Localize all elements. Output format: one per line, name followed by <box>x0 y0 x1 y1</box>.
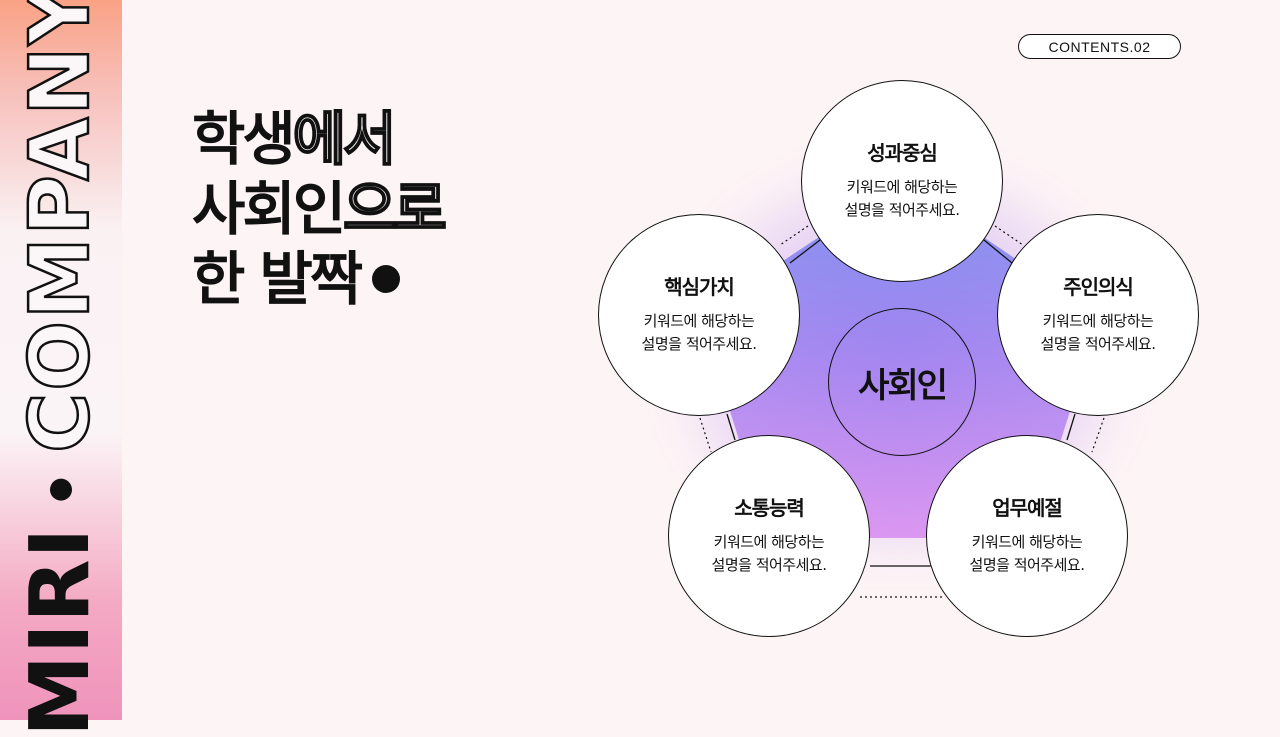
connector-solid <box>1066 413 1076 441</box>
node-desc-line-1: 키워드에 해당하는 <box>971 532 1083 551</box>
node-bottom-left: 소통능력 키워드에 해당하는 설명을 적어주세요. <box>668 435 870 637</box>
headline-line-1-outline: 에서 <box>292 104 398 174</box>
headline-line-3-solid: 한 발짝 <box>192 245 363 313</box>
node-left: 핵심가치 키워드에 해당하는 설명을 적어주세요. <box>598 214 800 416</box>
node-desc-line-1: 키워드에 해당하는 <box>643 311 755 330</box>
node-title: 성과중심 <box>867 140 938 165</box>
node-desc-line-2: 설명을 적어주세요. <box>969 555 1085 574</box>
connector-solid <box>983 239 1013 264</box>
node-desc-line-1: 키워드에 해당하는 <box>846 177 958 196</box>
node-title: 소통능력 <box>734 495 805 520</box>
connector-dashed <box>699 417 712 453</box>
node-title: 주인의식 <box>1063 274 1134 299</box>
node-right: 주인의식 키워드에 해당하는 설명을 적어주세요. <box>997 214 1199 416</box>
node-top: 성과중심 키워드에 해당하는 설명을 적어주세요. <box>801 80 1003 282</box>
node-desc-line-2: 설명을 적어주세요. <box>641 334 757 353</box>
headline-dot <box>372 265 401 293</box>
node-desc-line-1: 키워드에 해당하는 <box>1042 311 1154 330</box>
headline-line-1-solid: 학생 <box>192 105 296 173</box>
node-desc-line-2: 설명을 적어주세요. <box>844 200 960 219</box>
node-desc-line-2: 설명을 적어주세요. <box>711 555 827 574</box>
connector-solid <box>789 239 821 264</box>
connector-dashed <box>994 225 1024 246</box>
connector-solid <box>726 413 736 441</box>
headline-line-2-solid: 사회인 <box>192 175 346 243</box>
headline-line-3: 한 발짝 <box>192 244 444 314</box>
connector-dashed <box>1091 417 1105 453</box>
connector-dashed <box>779 225 809 246</box>
node-desc-line-1: 키워드에 해당하는 <box>713 532 825 551</box>
side-band <box>0 0 122 720</box>
center-node: 사회인 <box>828 308 976 456</box>
node-desc-line-2: 설명을 적어주세요. <box>1040 334 1156 353</box>
contents-badge: CONTENTS.02 <box>1018 34 1181 59</box>
node-title: 업무예절 <box>992 495 1063 520</box>
node-title: 핵심가치 <box>664 274 735 299</box>
headline-line-2-outline: 으로 <box>342 174 448 244</box>
node-bottom-right: 업무예절 키워드에 해당하는 설명을 적어주세요. <box>926 435 1128 637</box>
